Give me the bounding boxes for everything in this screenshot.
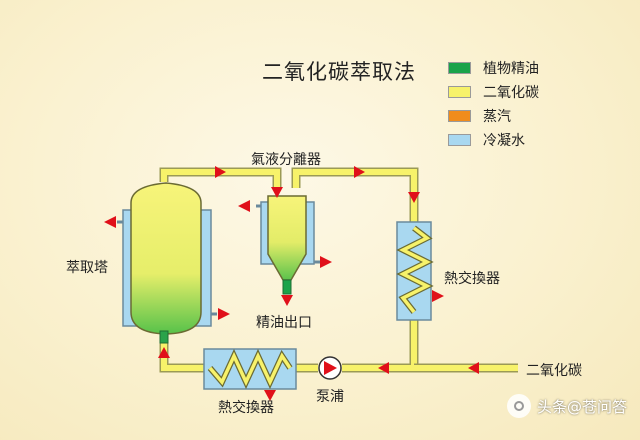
arrow-into-tower: [158, 347, 170, 358]
label-separator: 氣液分離器: [251, 152, 321, 168]
arrow-into-separator: [271, 187, 283, 198]
legend-swatch-steam: [448, 110, 471, 122]
legend-label-condensate: 冷凝水: [483, 133, 525, 149]
arrow-oil-outlet: [281, 295, 293, 306]
gas-liquid-separator: [256, 195, 320, 295]
tower-vessel: [130, 182, 202, 335]
arrow-separator-water-out: [320, 256, 332, 268]
legend-swatch-co2: [448, 86, 471, 98]
legend: 植物精油 二氧化碳 蒸汽 冷凝水: [448, 56, 539, 152]
legend-label-steam: 蒸汽: [483, 109, 511, 125]
arrow-return-line: [378, 362, 389, 374]
flow-arrows: [104, 166, 479, 401]
tower-outlet-stub: [159, 330, 169, 344]
pump: [318, 356, 342, 380]
legend-item-condensate: 冷凝水: [448, 128, 539, 152]
legend-label-co2: 二氧化碳: [483, 85, 539, 101]
arrow-exchanger-bottom-water: [264, 390, 276, 401]
label-extraction-tower: 萃取塔: [66, 260, 108, 276]
separator-vessel: [267, 195, 307, 281]
pipe-exchanger-to-pump: [342, 320, 419, 373]
arrow-exchanger-right-water: [432, 290, 444, 302]
legend-item-steam: 蒸汽: [448, 104, 539, 128]
watermark-text: 头条@苍问答: [537, 397, 628, 416]
legend-item-co2: 二氧化碳: [448, 80, 539, 104]
arrow-top-left: [215, 166, 226, 178]
heat-exchanger-right: [396, 221, 434, 321]
label-co2-inlet: 二氧化碳: [526, 363, 582, 379]
legend-swatch-condensate: [448, 134, 471, 146]
arrow-tower-water-in: [104, 216, 116, 228]
heat-exchanger-bottom: [203, 348, 297, 390]
label-oil-outlet: 精油出口: [256, 315, 312, 331]
pump-symbol: [324, 361, 337, 375]
arrow-top-right: [354, 166, 365, 178]
watermark-logo-icon: [507, 394, 531, 418]
separator-oil-outlet: [282, 279, 292, 295]
watermark: 头条@苍问答: [507, 394, 627, 418]
label-pump: 泵浦: [316, 389, 344, 405]
arrow-separator-water-in: [238, 200, 250, 212]
label-heat-exchanger-right: 熱交換器: [444, 271, 500, 287]
extraction-tower: [117, 182, 217, 344]
legend-label-essential-oil: 植物精油: [483, 61, 539, 77]
diagram-title: 二氧化碳萃取法: [262, 60, 416, 84]
arrow-co2-inlet: [468, 362, 479, 374]
legend-item-essential-oil: 植物精油: [448, 56, 539, 80]
label-heat-exchanger-bottom: 熱交換器: [218, 400, 274, 416]
legend-swatch-essential-oil: [448, 62, 471, 74]
arrow-tower-water-out: [218, 308, 230, 320]
arrow-into-exchanger: [408, 192, 420, 203]
